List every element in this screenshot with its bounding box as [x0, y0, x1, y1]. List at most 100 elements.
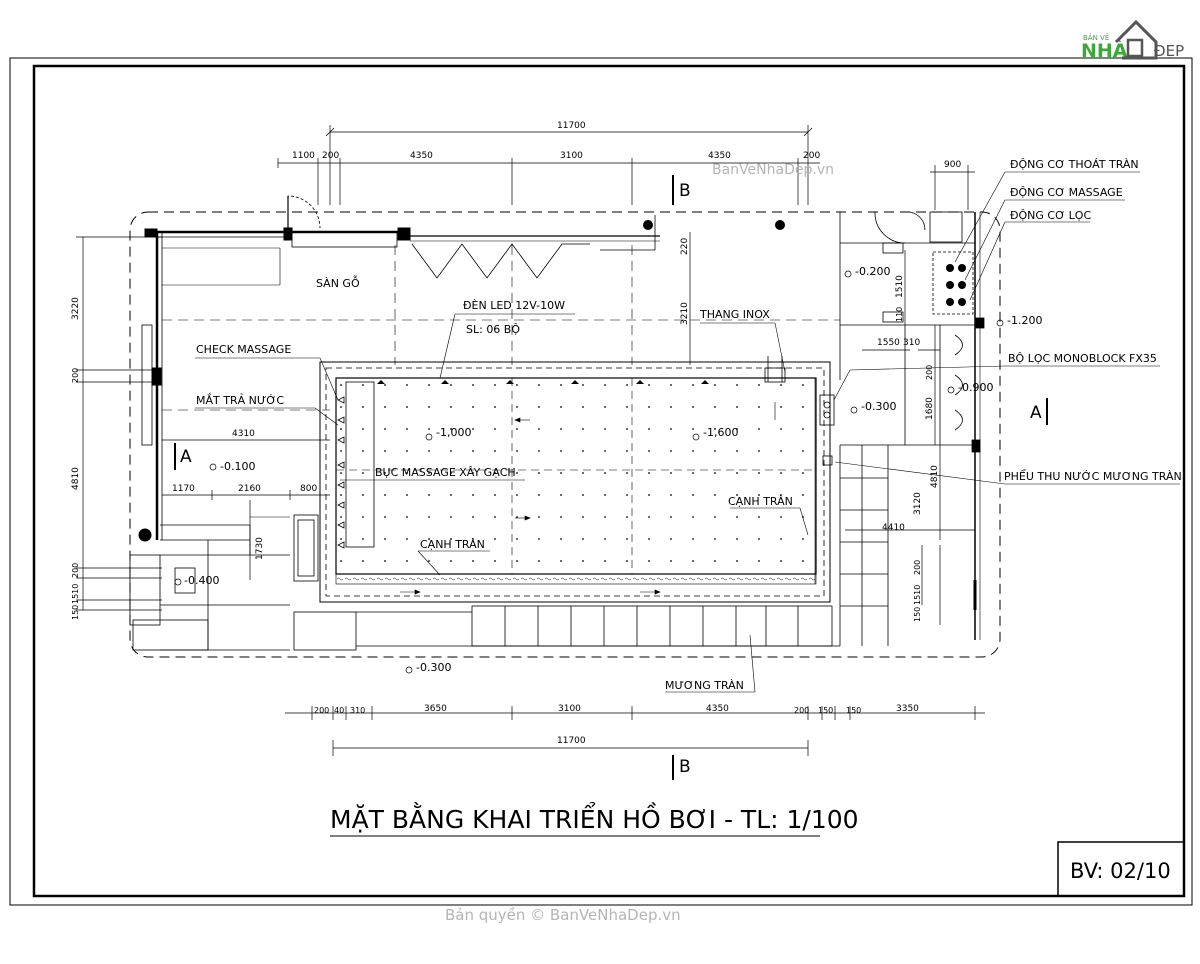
column-dot	[643, 220, 653, 230]
dim-bot-9: 150	[846, 706, 861, 715]
dim-right-200: 200	[925, 365, 934, 380]
dim-right-1680: 1680	[925, 397, 935, 420]
vertical-dimension-texts: 3220 200 4810 200 1510 150 1730 220 3210…	[71, 238, 940, 622]
watermark-bottom: Bản quyền © BanVeNhaDep.vn	[445, 906, 681, 924]
dim-top-2: 200	[322, 151, 339, 161]
grid-axes	[162, 245, 840, 411]
house-icon	[1114, 19, 1158, 60]
level-texts: -1,000 -1,600 -0.100 -0.400 -0.300 -0.30…	[184, 265, 1042, 674]
dim-bot-1: 200	[314, 706, 329, 715]
label-sl: SL: 06 BỘ	[466, 323, 520, 336]
left-wall	[138, 195, 660, 542]
section-a-right: A	[1030, 403, 1042, 423]
dim-left-3: 4810	[71, 467, 81, 490]
dim-top-total: 11700	[557, 121, 586, 131]
level-markers	[174, 270, 1004, 674]
section-b-bottom: B	[679, 757, 691, 777]
folding-door	[411, 243, 590, 279]
dim-left-5: 1510	[71, 584, 80, 604]
level-0300-bottom: -0.300	[416, 661, 451, 674]
level-0300-right: -0.300	[861, 400, 896, 413]
label-mat-tra-nuoc: MẮT TRẢ NƯỚC	[196, 393, 284, 407]
level-0900: -0.900	[958, 381, 993, 394]
label-den-led: ĐÈN LED 12V-10W	[463, 299, 565, 312]
label-check-massage: CHECK MASSAGE	[196, 343, 291, 356]
dim-right-3120: 3120	[913, 492, 923, 515]
column-dot	[775, 220, 785, 230]
outer-border	[9, 57, 1193, 906]
label-thang-inox: THANG INOX	[699, 308, 770, 321]
label-dong-co-thoat-tran: ĐỘNG CƠ THOÁT TRÀN	[1010, 158, 1139, 171]
drawing-title: MẶT BẰNG KHAI TRIỂN HỒ BƠI - TL: 1/100	[330, 802, 859, 834]
annotation-labels: SÀN GỖ ĐÈN LED 12V-10W SL: 06 BỘ THANG I…	[196, 158, 1182, 692]
label-bo-loc: BỘ LỌC MONOBLOCK FX35	[1008, 352, 1157, 365]
dim-inner-1730: 1730	[255, 537, 265, 560]
dim-right-1510b: 1510	[913, 585, 922, 605]
dim-left-6: 150	[71, 605, 80, 620]
dim-right-4410: 4410	[882, 523, 905, 533]
equipment-room	[839, 211, 985, 640]
watermark-center: BanVeNhaDep.vn	[712, 162, 834, 178]
logo-brand-right: ĐẸP	[1154, 42, 1184, 60]
label-pheu-thu: PHỂU THU NƯỚC MƯƠNG TRÀN	[1004, 469, 1182, 483]
dim-bot-total: 11700	[557, 736, 586, 746]
label-canh-tran-right: CẠNH TRÀN	[728, 495, 793, 508]
overflow-channel	[293, 444, 889, 651]
section-b-top: B	[679, 181, 691, 201]
dim-top-4: 3100	[560, 151, 583, 161]
level-0400: -0.400	[184, 574, 219, 587]
inner-border	[32, 64, 1186, 898]
dim-right-110: 110	[895, 307, 904, 322]
label-dong-co-loc: ĐỘNG CƠ LỌC	[1010, 209, 1091, 222]
dim-bot-10: 3350	[896, 704, 919, 714]
dim-inner-1170: 1170	[172, 484, 195, 494]
dim-bot-3: 310	[350, 706, 365, 715]
dim-right-310: 310	[903, 338, 920, 348]
dim-bot-6: 4350	[706, 704, 729, 714]
dim-right-4810: 4810	[930, 465, 940, 488]
dimension-lines	[76, 125, 985, 756]
dim-top-1: 1100	[292, 151, 315, 161]
dim-top-5: 4350	[708, 151, 731, 161]
dim-inner-220: 220	[680, 238, 690, 255]
dim-inner-2160: 2160	[238, 484, 261, 494]
dim-bot-4: 3650	[424, 704, 447, 714]
dim-inner-3210: 3210	[680, 302, 690, 325]
dim-bot-5: 3100	[558, 704, 581, 714]
dim-bot-2: 40	[334, 706, 344, 715]
massage-bench	[345, 381, 375, 548]
dim-top-3: 4350	[410, 151, 433, 161]
sheet-number-box	[1057, 841, 1185, 897]
logo-brand-left: NHÀ	[1081, 39, 1128, 62]
sheet-number: BV: 02/10	[1070, 859, 1171, 883]
label-muong-tran: MƯƠNG TRÀN	[665, 679, 744, 692]
dim-inner-4310: 4310	[232, 429, 255, 439]
dim-inner-800: 800	[300, 484, 317, 494]
ladder	[764, 367, 786, 383]
dim-right-150: 150	[913, 607, 922, 622]
level-1200: -1.200	[1007, 314, 1042, 327]
logo: BẢN VẼ NHÀ ĐẸP	[1081, 19, 1184, 62]
pool	[319, 356, 835, 603]
left-bottom-room	[129, 524, 290, 651]
dim-top-right: 900	[944, 160, 961, 170]
deck-grid	[162, 247, 290, 518]
label-canh-tran-left: CẠNH TRÀN	[420, 538, 485, 551]
site-boundary	[129, 211, 1001, 658]
door-icon	[1126, 38, 1144, 58]
logo-top-text: BẢN VẼ	[1083, 33, 1109, 42]
section-labels: B B A A	[180, 181, 1042, 777]
dim-bot-8: 150	[818, 706, 833, 715]
skimmer	[819, 394, 835, 426]
level-0200: -0.200	[855, 265, 890, 278]
dim-right-200b: 200	[913, 560, 922, 575]
dim-right-1550: 1550	[877, 338, 900, 348]
leader-lines	[195, 171, 1180, 693]
dim-left-2: 200	[71, 368, 80, 383]
pump-icons	[946, 264, 966, 306]
dim-right-1510: 1510	[895, 275, 905, 298]
dim-left-4: 200	[71, 563, 80, 578]
drain-funnel	[822, 455, 833, 466]
section-markers	[174, 175, 1048, 780]
